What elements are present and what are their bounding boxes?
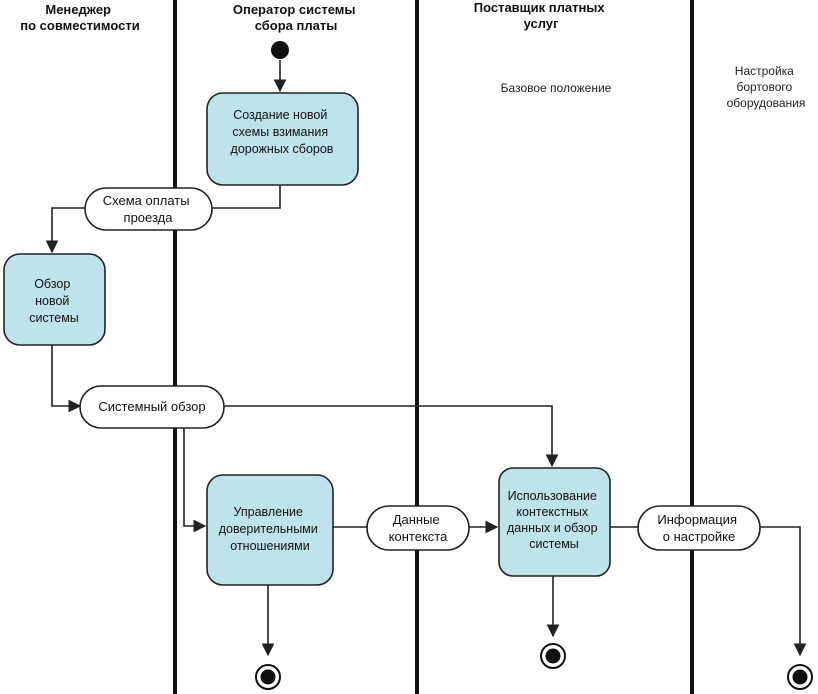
flow-overview-to-trust: [183, 428, 207, 533]
lane-title-line: сбора платы: [255, 18, 338, 33]
action-label-line: дорожных сборов: [231, 142, 334, 156]
object-label-line: Информация: [657, 512, 737, 527]
note-onboard-setup: Настройка бортового оборудования: [727, 64, 806, 110]
action-label-line: Управление: [234, 505, 304, 519]
object-setup-info: Информация о настройке: [637, 505, 761, 551]
final-node-use-context: [540, 643, 566, 669]
action-label-line: системы: [529, 537, 579, 551]
action-label-line: контекстных: [516, 505, 588, 519]
note-line: бортового: [736, 80, 792, 94]
action-label-line: схемы взимания: [232, 125, 328, 139]
lane-title-line: услуг: [524, 16, 559, 31]
final-node-trust: [255, 664, 281, 690]
object-label: Данные контекста: [389, 512, 448, 544]
action-create-scheme: Создание новой схемы взимания дорожных с…: [206, 92, 359, 186]
action-label: Создание новой схемы взимания дорожных с…: [231, 108, 334, 156]
action-label-line: Обзор: [34, 277, 70, 291]
action-trust-management: Управление доверительными отношениями: [206, 474, 334, 586]
action-label: Использование контекстных данных и обзор…: [507, 489, 601, 551]
initial-node: [271, 41, 289, 59]
note-line: оборудования: [727, 96, 806, 110]
object-label-line: о настройке: [663, 529, 736, 544]
object-payment-scheme: Схема оплаты проезда: [84, 187, 213, 231]
action-label-line: Создание новой: [233, 108, 327, 122]
lane-title-compat-manager: Менеджер по совместимости: [20, 2, 139, 33]
lane-title-paid-service-provider: Поставщик платных услуг: [474, 0, 609, 31]
action-label-line: новой: [35, 294, 69, 308]
lane-title-line: по совместимости: [20, 18, 139, 33]
action-label: Управление доверительными отношениями: [219, 505, 322, 553]
flow-create-to-scheme: [212, 185, 281, 209]
note-base-position: Базовое положение: [501, 81, 612, 95]
note-line: Базовое положение: [501, 81, 612, 95]
lane-title-line: Поставщик платных: [474, 0, 606, 15]
action-label-line: данных и обзор: [507, 521, 598, 535]
flow-overview-to-use-context: [224, 405, 559, 468]
action-label-line: доверительными: [219, 522, 318, 536]
object-label-line: проезда: [124, 210, 174, 225]
object-label: Системный обзор: [98, 399, 205, 414]
object-label-line: Схема оплаты: [103, 193, 190, 208]
object-context-data: Данные контекста: [366, 505, 470, 551]
action-review-system: Обзор новой системы: [3, 253, 106, 346]
flow-review-to-overview: [51, 345, 82, 413]
object-label: Схема оплаты проезда: [103, 193, 193, 225]
lane-title-line: Оператор системы: [233, 2, 356, 17]
lane-title-line: Менеджер: [45, 2, 111, 17]
object-label-line: контекста: [389, 529, 448, 544]
action-label: Обзор новой системы: [29, 277, 79, 325]
action-label-line: Использование: [508, 489, 597, 503]
object-label-line: Данные: [393, 512, 440, 527]
action-use-context: Использование контекстных данных и обзор…: [498, 467, 611, 577]
action-label-line: системы: [29, 311, 79, 325]
final-node-setup: [787, 664, 813, 690]
flow-info-to-end: [760, 526, 807, 657]
object-system-overview: Системный обзор: [79, 385, 225, 429]
flow-scheme-to-review: [45, 207, 85, 254]
object-label: Информация о настройке: [657, 512, 740, 544]
lane-title-toll-operator: Оператор системы сбора платы: [233, 2, 359, 33]
object-label-line: Системный обзор: [98, 399, 205, 414]
note-line: Настройка: [735, 64, 794, 78]
action-label-line: отношениями: [230, 539, 309, 553]
